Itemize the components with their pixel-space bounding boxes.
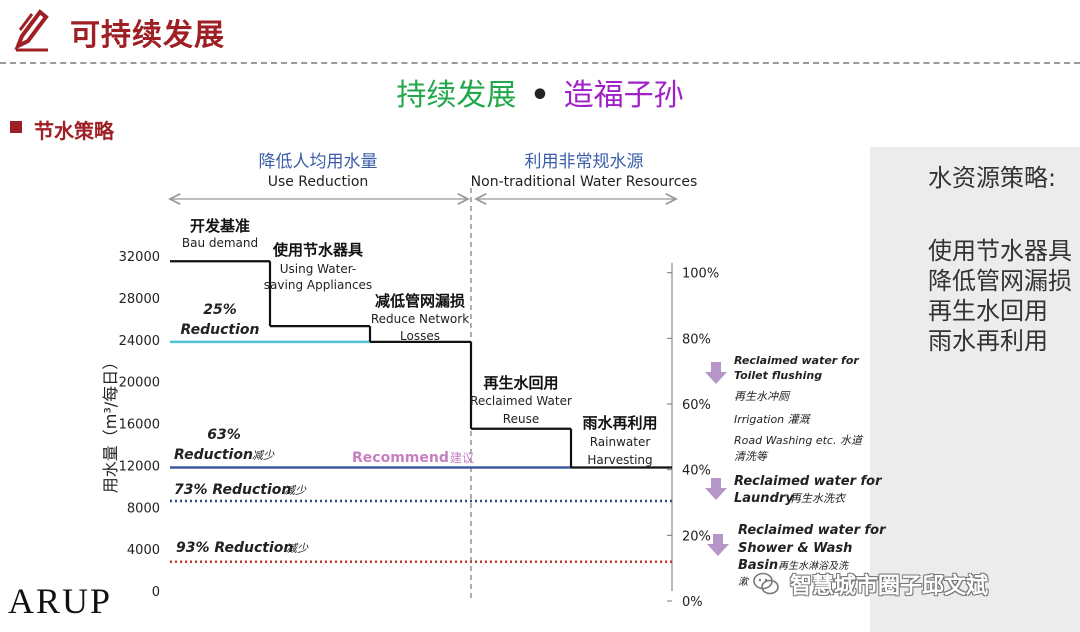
step-label-en: Using Water- bbox=[280, 262, 356, 276]
step-label-en: Rainwater bbox=[590, 435, 651, 449]
right-tick-label: 0% bbox=[682, 595, 703, 610]
step-label-en: Losses bbox=[400, 329, 440, 343]
annotation-extra: 清洗等 bbox=[734, 450, 769, 463]
header-divider bbox=[0, 62, 1080, 64]
chart-panel bbox=[0, 147, 870, 632]
right-tick-label: 60% bbox=[682, 398, 711, 413]
annotation-en: Reclaimed water for bbox=[738, 523, 887, 538]
step-label-en: Reduce Network bbox=[371, 312, 469, 326]
step-label-en: Bau demand bbox=[182, 236, 258, 250]
slogan: 持续发展 • 造福子孙 bbox=[0, 70, 1080, 114]
step-label-cn: 减低管网漏损 bbox=[375, 292, 465, 310]
step-label-cn: 开发基准 bbox=[190, 217, 250, 235]
annotation-en: Shower & Wash bbox=[738, 541, 852, 556]
header-bar bbox=[0, 0, 1080, 60]
right-tick-label: 100% bbox=[682, 267, 719, 282]
strategy-item: 再生水回用 bbox=[928, 297, 1048, 325]
right-tick-label: 80% bbox=[682, 332, 711, 347]
right-panel bbox=[870, 147, 1080, 632]
y-tick-label: 8000 bbox=[127, 501, 160, 516]
annotation-en: Basin bbox=[738, 558, 778, 573]
y-tick-label: 0 bbox=[152, 585, 160, 600]
down-arrow-icon bbox=[707, 534, 729, 556]
ref-label: 25% bbox=[203, 302, 237, 318]
phase-right-en: Non-traditional Water Resources bbox=[471, 174, 698, 190]
arup-logo: ARUP bbox=[8, 581, 113, 621]
y-axis-label: 用水量（m³/每日） bbox=[101, 354, 120, 493]
y-tick-label: 4000 bbox=[127, 543, 160, 558]
right-tick-label: 20% bbox=[682, 529, 711, 544]
ref-suffix: 减少 bbox=[284, 484, 307, 497]
annotation-cn: 再生水洗衣 bbox=[790, 492, 847, 505]
strategy-item: 雨水再利用 bbox=[928, 327, 1048, 355]
phase-left-en: Use Reduction bbox=[268, 174, 369, 190]
step-label-cn: 再生水回用 bbox=[483, 374, 558, 392]
strategy-item: 使用节水器具 bbox=[928, 237, 1072, 265]
y-tick-label: 12000 bbox=[119, 459, 160, 474]
phase-right-cn: 利用非常规水源 bbox=[525, 152, 644, 172]
right-tick-label: 40% bbox=[682, 464, 711, 479]
step-label-en: saving Appliances bbox=[264, 278, 372, 292]
slogan-dot: • bbox=[530, 78, 550, 113]
annotation-cn: 漱 bbox=[738, 576, 750, 588]
wechat-icon bbox=[753, 572, 779, 595]
annotation-cn: 再生水冲厕 bbox=[734, 390, 791, 403]
slogan-right: 造福子孙 bbox=[563, 78, 684, 113]
recommend-label: Recommend bbox=[352, 450, 449, 466]
ref-label: 63% bbox=[207, 427, 241, 443]
annotation-extra: Road Washing etc. 水道 bbox=[734, 434, 864, 447]
down-arrow-icon bbox=[705, 478, 727, 500]
strategy-title: 水资源策略: bbox=[928, 164, 1057, 192]
ref-label: 93% Reduction bbox=[176, 540, 293, 556]
strategy-item: 降低管网漏损 bbox=[928, 267, 1072, 295]
down-arrow-icon bbox=[705, 362, 727, 384]
pencil-icon bbox=[14, 9, 49, 52]
annotation-en: Reclaimed water for bbox=[734, 354, 859, 367]
annotation-extra: Irrigation 灌溉 bbox=[734, 413, 812, 426]
y-tick-label: 32000 bbox=[119, 250, 160, 265]
y-tick-label: 20000 bbox=[119, 376, 160, 391]
page-title: 可持续发展 bbox=[70, 18, 225, 53]
ref-suffix: 减少 bbox=[286, 542, 309, 555]
annotation-en: Toilet flushing bbox=[734, 369, 822, 382]
ref-label: Reduction bbox=[174, 447, 253, 463]
step-label-cn: 使用节水器具 bbox=[272, 241, 363, 259]
slogan-left: 持续发展 bbox=[396, 78, 517, 113]
y-tick-label: 24000 bbox=[119, 334, 160, 349]
step-label-en: Reclaimed Water bbox=[470, 394, 572, 408]
section-bullet-icon bbox=[10, 121, 22, 133]
section-title: 节水策略 bbox=[34, 119, 114, 143]
annotation-en: Laundry bbox=[734, 491, 794, 506]
ref-suffix: 减少 bbox=[252, 449, 275, 462]
phase-left-cn: 降低人均用水量 bbox=[259, 152, 378, 172]
ref-label: 73% Reduction bbox=[174, 482, 291, 498]
step-label-cn: 雨水再利用 bbox=[582, 414, 657, 432]
watermark: 智慧城市圈子邱文斌 bbox=[790, 574, 989, 599]
annotation-cn: 再生水淋浴及洗 bbox=[778, 560, 849, 572]
y-tick-label: 28000 bbox=[119, 292, 160, 307]
recommend-label-cn: 建议 bbox=[450, 451, 474, 465]
annotation-en: Reclaimed water for bbox=[734, 474, 883, 489]
ref-label: Reduction bbox=[181, 322, 260, 338]
step-label-en: Harvesting bbox=[587, 453, 652, 467]
step-label-en: Reuse bbox=[503, 412, 539, 426]
y-tick-label: 16000 bbox=[119, 418, 160, 433]
